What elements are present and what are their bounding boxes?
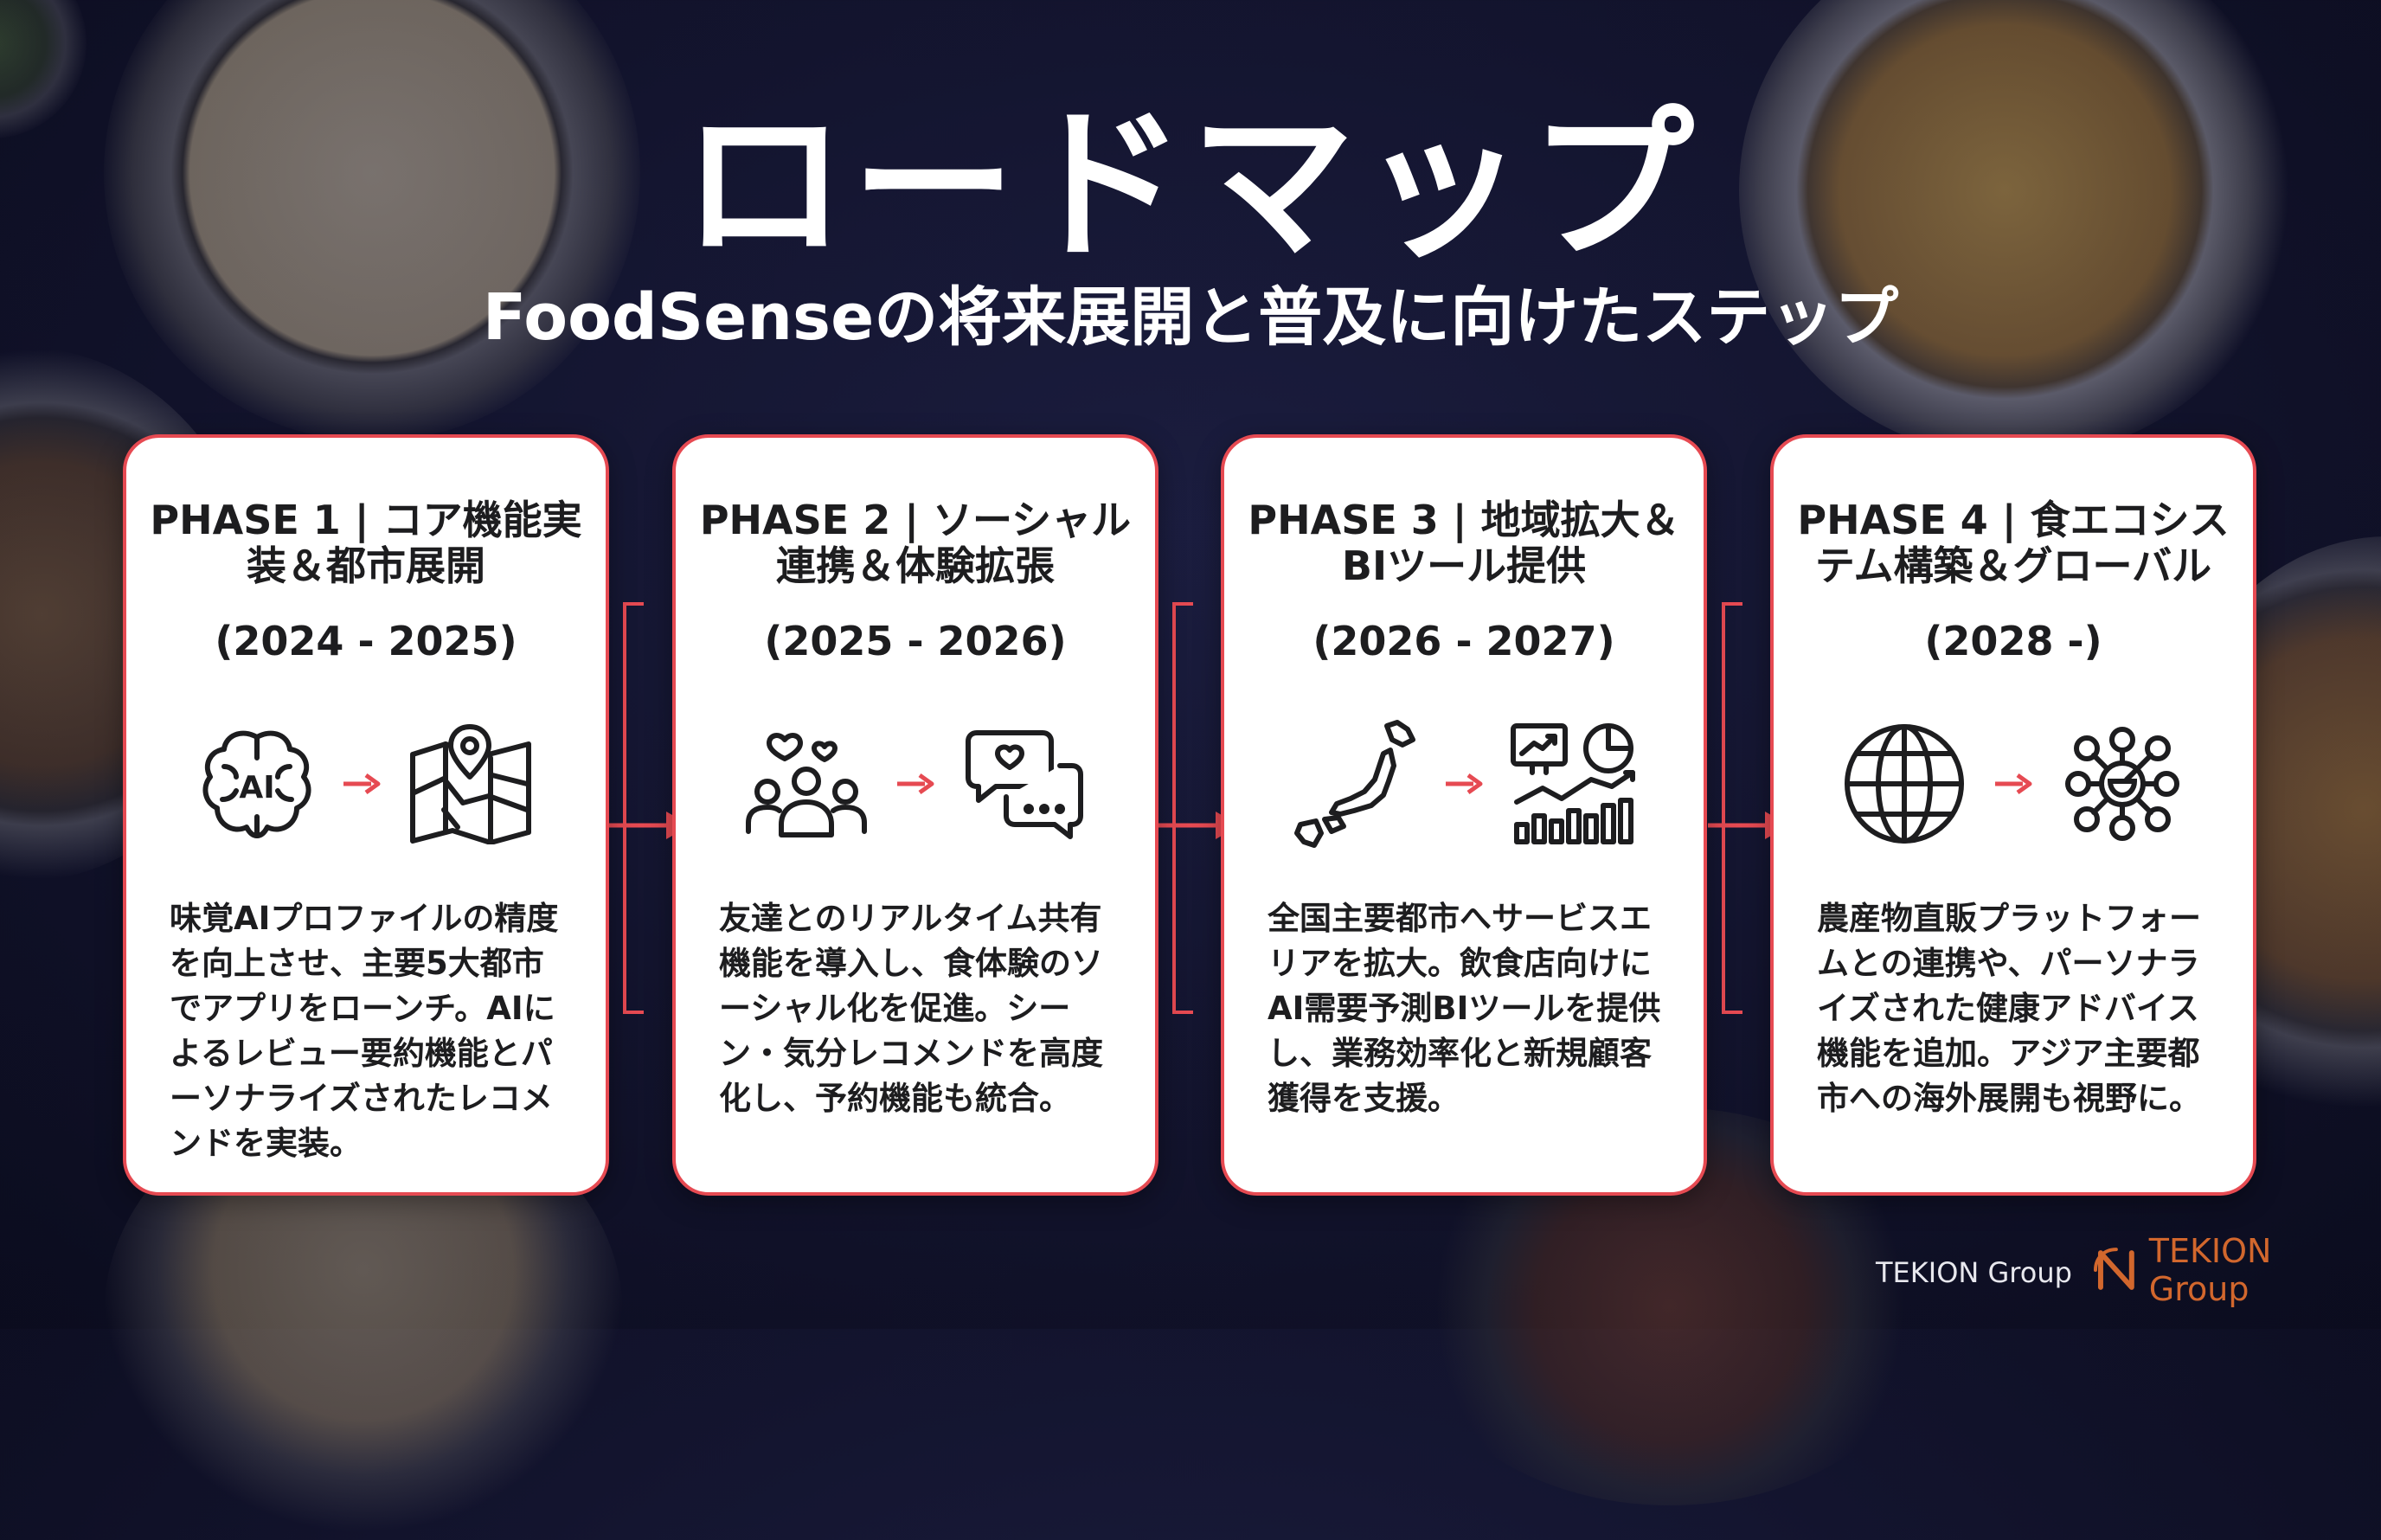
- phase-card-4: PHASE 4 | 食エコシステム構築＆グローバル (2028 -) 農産物直販…: [1770, 434, 2256, 1196]
- footer-group-label: TEKION Group: [1876, 1256, 2072, 1289]
- city-map-icon: [410, 724, 531, 844]
- phase-title: PHASE 1 | コア機能実装＆都市展開: [150, 497, 582, 589]
- risotto-plate-image: [104, 0, 640, 441]
- phase-icons: [1774, 715, 2253, 853]
- phase-title: PHASE 4 | 食エコシステム構築＆グローバル: [1797, 497, 2230, 589]
- phase-card-3: PHASE 3 | 地域拡大＆BIツール提供 (2026 - 2027): [1221, 434, 1707, 1196]
- page-title: ロードマップ: [681, 90, 1699, 281]
- tekion-logo-icon: [2093, 1248, 2134, 1290]
- phase-card-2: PHASE 2 | ソーシャル連携＆体験拡張 (2025 - 2026) 友達と…: [672, 434, 1158, 1196]
- phase-years: (2028 -): [1924, 618, 2102, 664]
- chat-bubbles-icon: [966, 730, 1083, 839]
- phase-icons: AI: [126, 715, 606, 853]
- arrow-right-icon: [897, 773, 934, 795]
- community-hearts-icon: [746, 733, 867, 837]
- phase-description: 全国主要都市へサービスエリアを拡大。飲食店向けにAI需要予測BIツールを提供し、…: [1268, 900, 1661, 1117]
- lemon-chicken-plate-image: [1739, 0, 2293, 459]
- ai-brain-icon: AI: [202, 730, 311, 838]
- footer-logo-text: TEKION Group: [2148, 1232, 2272, 1308]
- arrow-right-icon: [1446, 773, 1483, 795]
- phase-description: 友達とのリアルタイム共有機能を導入し、食体験のソーシャル化を促進。シーン・気分レ…: [719, 900, 1103, 1117]
- phase-description: 味覚AIプロファイルの精度を向上させ、主要5大都市でアプリをローンチ。AIによる…: [170, 900, 559, 1162]
- phase-icons: [1224, 715, 1704, 853]
- japan-map-icon: [1294, 720, 1415, 848]
- phase-years: (2026 - 2027): [1312, 618, 1615, 664]
- globe-icon: [1845, 724, 1964, 844]
- arrow-right-icon: [343, 773, 381, 795]
- bi-dashboard-icon: [1511, 723, 1635, 844]
- phase-description: 農産物直販プラットフォームとの連携や、パーソナライズされた健康アドバイス機能を追…: [1817, 900, 2201, 1117]
- phase-icons: [676, 715, 1155, 853]
- arrow-right-icon: [1995, 773, 2032, 795]
- phase-years: (2025 - 2026): [764, 618, 1067, 664]
- phase-years: (2024 - 2025): [215, 618, 517, 664]
- svg-text:AI: AI: [239, 770, 274, 805]
- tekion-logo: TEKION Group: [2092, 1232, 2381, 1308]
- ecosystem-network-icon: [2065, 727, 2179, 841]
- phase-card-1: PHASE 1 | コア機能実装＆都市展開 (2024 - 2025) AI 味…: [123, 434, 609, 1196]
- phase-title: PHASE 3 | 地域拡大＆BIツール提供: [1248, 497, 1680, 589]
- page-subtitle: FoodSenseの将来展開と普及に向けたステップ: [482, 280, 1899, 355]
- phase-title: PHASE 2 | ソーシャル連携＆体験拡張: [699, 497, 1132, 589]
